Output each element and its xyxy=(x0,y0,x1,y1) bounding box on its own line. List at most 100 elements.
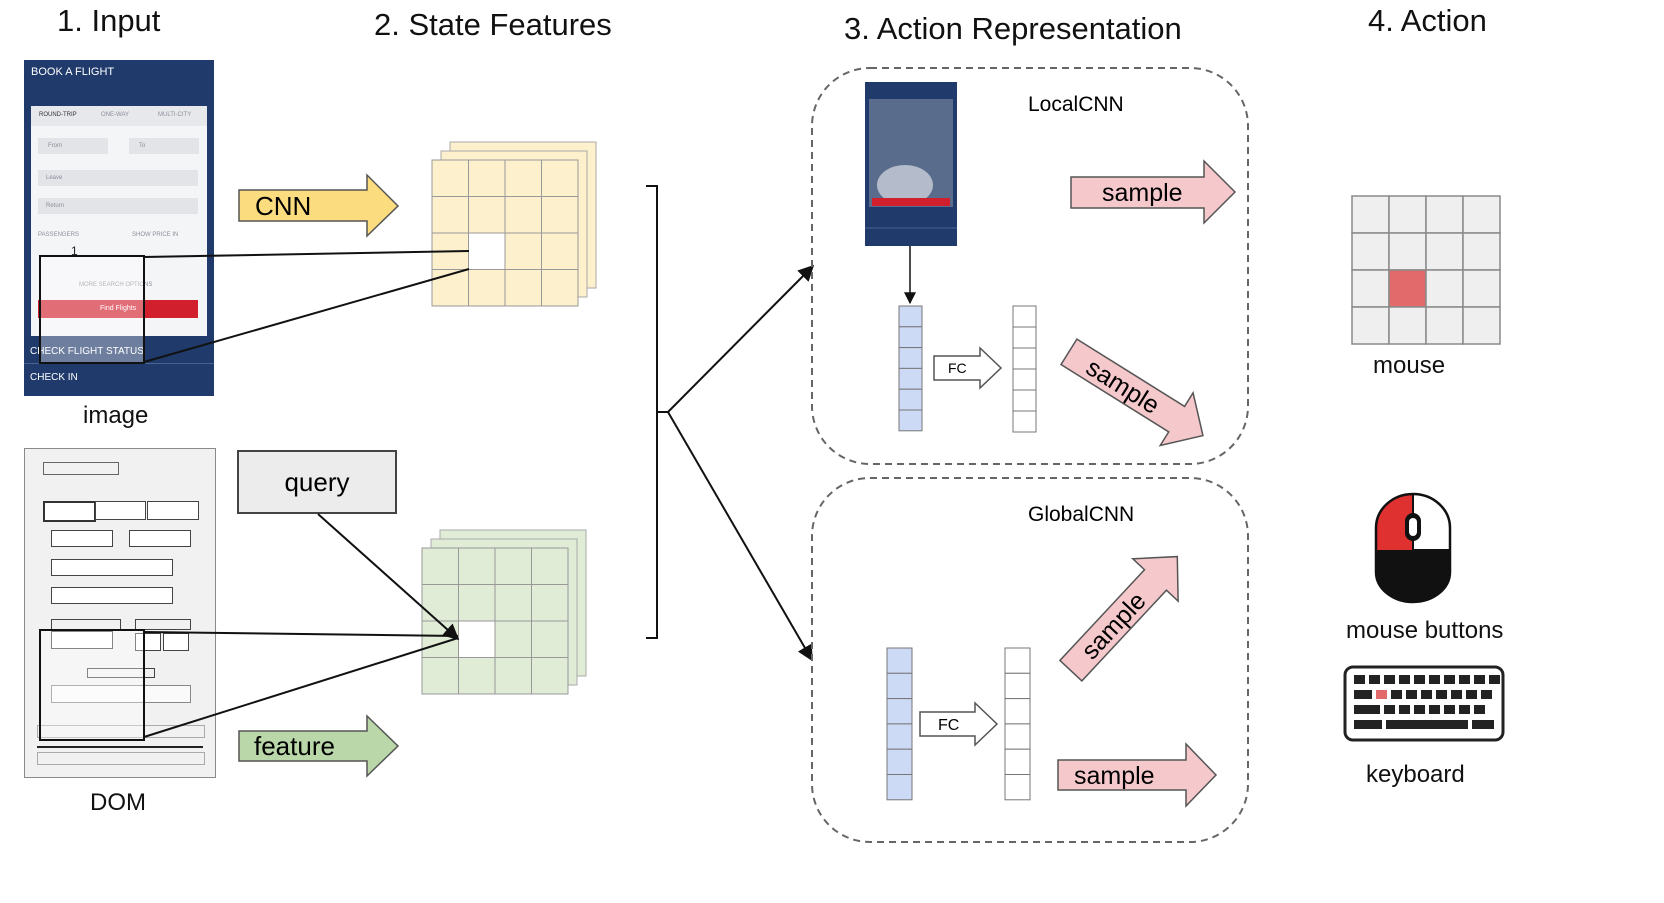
global-fc-label: FC xyxy=(938,717,959,734)
keyboard-key xyxy=(1354,675,1365,684)
dom-feature-stack xyxy=(421,529,587,695)
concat-brace xyxy=(646,185,668,639)
global-fc-arrow xyxy=(919,701,999,747)
mouse-grid-cell xyxy=(1388,232,1427,271)
phone-to-text: To xyxy=(139,143,146,149)
phone-find-flights-button: Find Flights xyxy=(38,300,198,318)
mouse-grid-cell xyxy=(1351,306,1390,345)
image-feature-cell xyxy=(468,196,506,234)
phone-check-in: CHECK IN xyxy=(30,372,78,383)
image-feature-selected-cell xyxy=(468,232,506,270)
phone-find-flights-text: Find Flights xyxy=(100,305,136,312)
input-phone-screenshot: BOOK A FLIGHT ROUND-TRIP ONE-WAY MULTI-C… xyxy=(24,60,214,396)
global-sample-arrow-1-group: sample xyxy=(1058,555,1179,682)
image-feature-cell xyxy=(504,232,542,270)
dom-feature-cell xyxy=(531,584,569,622)
localcnn-thumbnail xyxy=(865,82,957,246)
image-feature-grid xyxy=(431,159,579,307)
mouse-grid-cell xyxy=(1462,232,1501,271)
global-sample-label-2: sample xyxy=(1074,762,1155,790)
phone-check-flight-status: CHECK FLIGHT STATUS xyxy=(30,346,144,357)
dom-title-box xyxy=(43,462,119,475)
dom-feature-cell xyxy=(494,547,532,585)
localcnn-output-vector-cell xyxy=(1012,389,1037,412)
local-sample-arrow-1 xyxy=(1070,159,1237,225)
globalcnn-feature-vector-cell xyxy=(886,723,913,750)
global-sample-arrow-1 xyxy=(1058,555,1179,682)
image-feature-cell xyxy=(541,159,579,197)
dom-feature-cell xyxy=(531,657,569,695)
keyboard-key xyxy=(1472,720,1494,729)
keyboard-key xyxy=(1399,675,1410,684)
local-fc-label: FC xyxy=(948,360,967,376)
globalcnn-feature-vector-cell xyxy=(886,647,913,674)
dom-projection-top xyxy=(143,631,459,637)
phone-tab-bar: ROUND-TRIP ONE-WAY MULTI-CITY xyxy=(31,106,207,126)
dom-return-field xyxy=(51,587,173,604)
dom-divider xyxy=(37,746,203,748)
localcnn-feature-vector-cell xyxy=(898,388,923,411)
keyboard-key xyxy=(1414,705,1425,714)
to-global-arrow xyxy=(667,411,813,662)
mouse-grid-cell xyxy=(1425,306,1464,345)
image-feature-cell xyxy=(541,196,579,234)
mouse-label: mouse xyxy=(1373,352,1446,379)
query-arrow xyxy=(317,513,460,641)
phone-form-card: ROUND-TRIP ONE-WAY MULTI-CITY From To Le… xyxy=(31,106,207,336)
feature-label: feature xyxy=(254,731,335,761)
keyboard-key xyxy=(1354,690,1372,699)
heading-input: 1. Input xyxy=(57,3,161,38)
dom-check-in-box xyxy=(37,752,205,765)
keyboard-key xyxy=(1399,705,1410,714)
keyboard-key xyxy=(1354,720,1382,729)
cnn-label: CNN xyxy=(255,191,311,221)
dom-find-button-box xyxy=(51,685,191,703)
image-feature-cell xyxy=(504,196,542,234)
keyboard-key xyxy=(1384,705,1395,714)
keyboard-key xyxy=(1474,705,1485,714)
keyboard-pressed-key xyxy=(1376,690,1387,699)
phone-passengers-label: PASSENGERS xyxy=(38,232,79,238)
dom-tab-multi-city xyxy=(147,501,199,520)
localcnn-box xyxy=(811,67,1249,465)
phone-leave-text: Leave xyxy=(46,175,63,181)
keyboard-icon xyxy=(1343,665,1505,742)
dom-feature-cell xyxy=(421,547,459,585)
image-projection-top xyxy=(143,250,470,258)
image-feature-cell xyxy=(541,232,579,270)
keyboard-key xyxy=(1459,705,1470,714)
phone-from-field: From xyxy=(38,138,108,154)
to-local-arrow xyxy=(667,264,815,413)
dom-feature-selected-cell xyxy=(458,620,496,658)
dom-from-field xyxy=(51,530,113,547)
localcnn-feature-vector-cell xyxy=(898,367,923,390)
image-caption: image xyxy=(83,402,149,429)
global-sample-label-1: sample xyxy=(1076,587,1151,665)
globalcnn-feature-vector-cell xyxy=(886,672,913,700)
mouse-grid-cell xyxy=(1425,269,1464,308)
phone-return-text: Return xyxy=(46,203,65,209)
cnn-arrow xyxy=(238,173,400,238)
mouse-buttons-label: mouse buttons xyxy=(1346,617,1504,644)
globalcnn-feature-vector-cell xyxy=(886,698,913,725)
globalcnn-title: GlobalCNN xyxy=(1028,503,1134,526)
heading-action-representation: 3. Action Representation xyxy=(844,11,1182,46)
image-crop-box xyxy=(39,255,145,364)
localcnn-output-vector-cell xyxy=(1012,305,1037,328)
dom-feature-grid xyxy=(421,547,569,695)
globalcnn-output-vector-cell xyxy=(1004,698,1031,725)
dom-caption: DOM xyxy=(90,789,146,816)
phone-tab-round-trip: ROUND-TRIP xyxy=(39,112,77,118)
image-feature-cell xyxy=(504,269,542,307)
keyboard-key xyxy=(1481,690,1492,699)
heading-state-features: 2. State Features xyxy=(374,7,612,42)
globalcnn-output-vector-cell xyxy=(1004,748,1031,776)
localcnn-output-vector-cell xyxy=(1012,368,1037,391)
keyboard-key xyxy=(1391,690,1402,699)
keyboard-label: keyboard xyxy=(1366,761,1465,788)
phone-to-field: To xyxy=(129,138,199,154)
dom-more-options-box xyxy=(87,668,155,678)
dom-feature-cell xyxy=(458,584,496,622)
image-feature-cell xyxy=(541,269,579,307)
phone-tab-multi-city: MULTI-CITY xyxy=(158,112,192,118)
